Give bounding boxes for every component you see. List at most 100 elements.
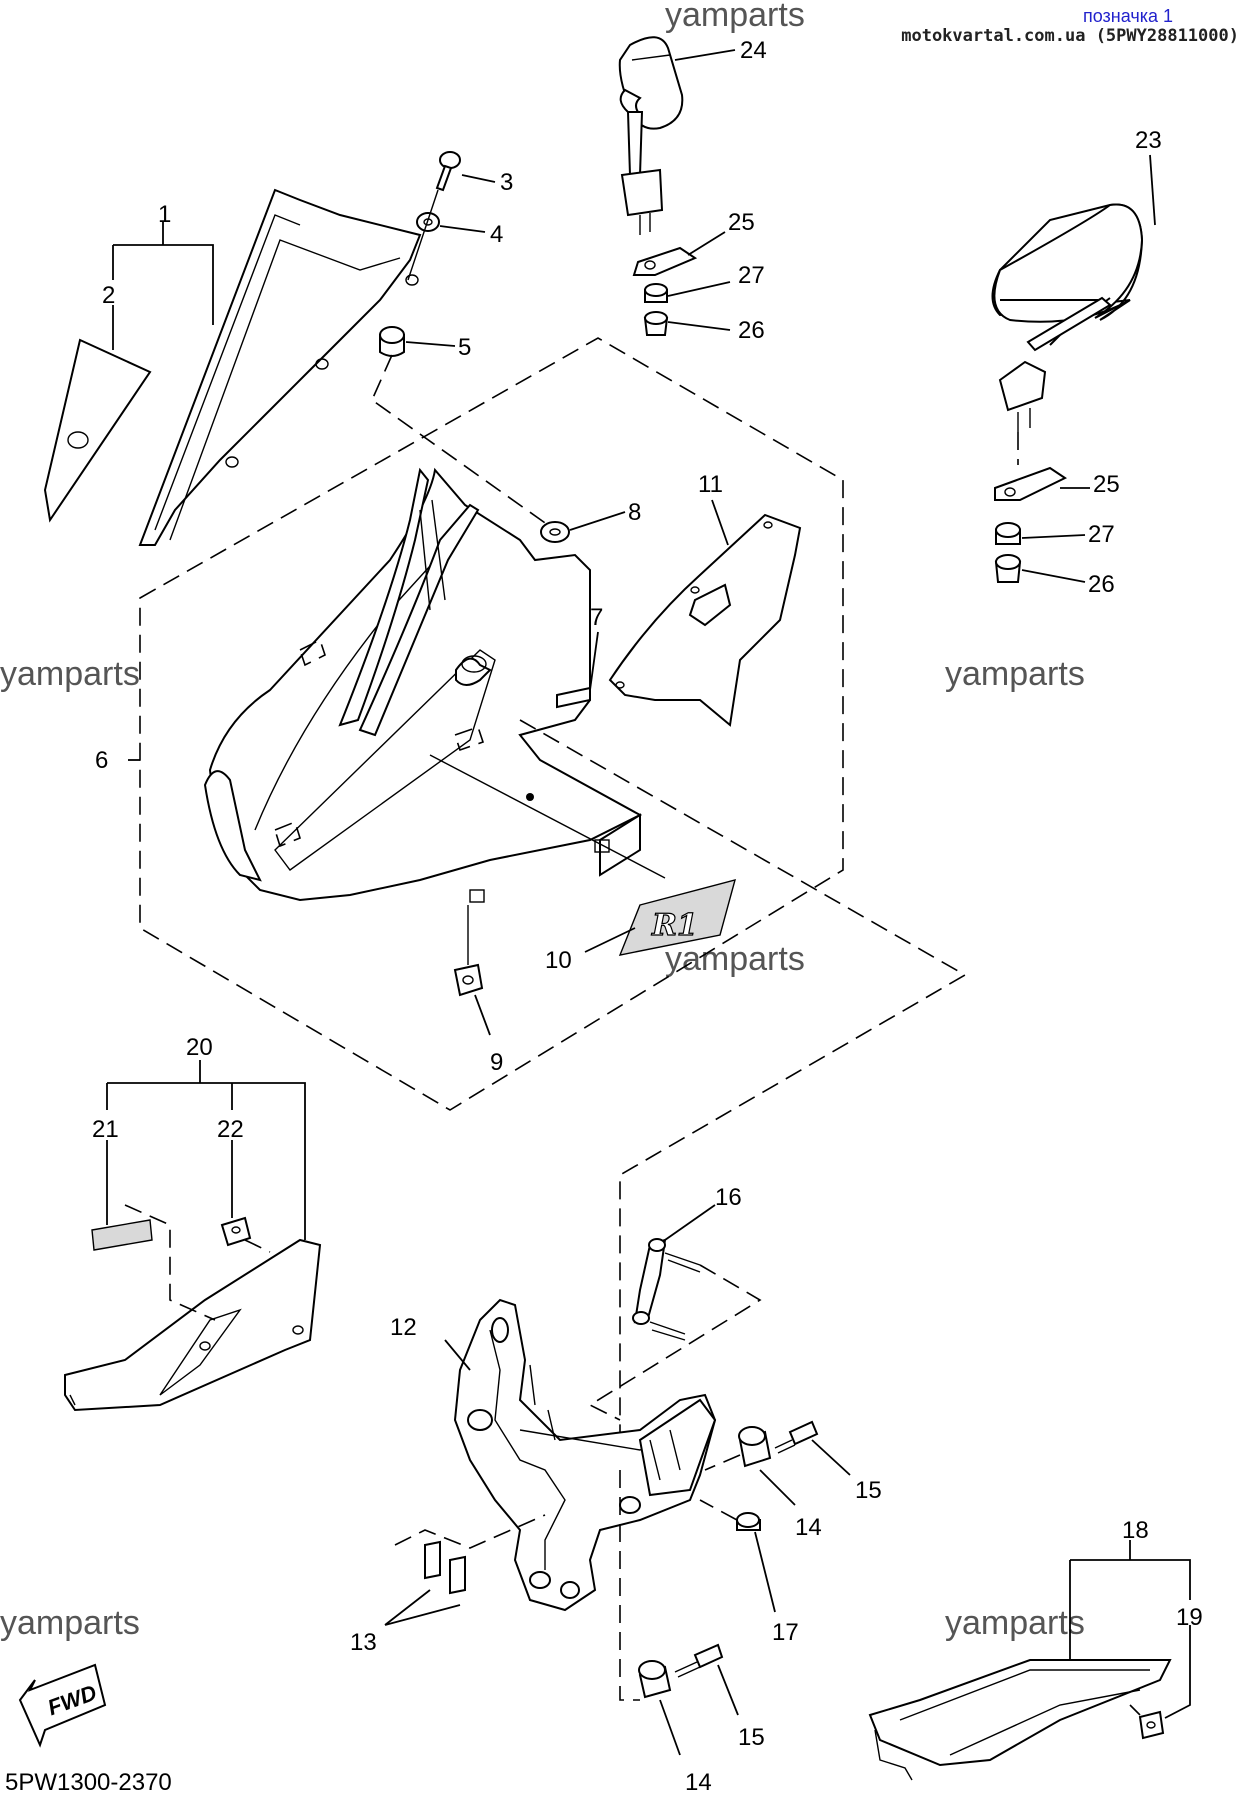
grommet-guide xyxy=(371,354,556,531)
leader-14a xyxy=(759,1469,796,1506)
foam-strip xyxy=(556,686,591,709)
damper-guide-b xyxy=(619,1470,640,1701)
watermark: yamparts xyxy=(0,655,140,693)
clip-guide-19 xyxy=(1129,1704,1141,1716)
side-panel xyxy=(64,1238,322,1412)
fwd-arrow-icon: FWD xyxy=(18,1663,107,1748)
part-label: 25 xyxy=(1093,471,1120,498)
part-label: 7 xyxy=(590,604,603,631)
part-label: 15 xyxy=(855,1477,882,1504)
leader-14b xyxy=(659,1699,681,1756)
mirror-left-gasket xyxy=(632,246,698,276)
leader-24 xyxy=(674,49,736,61)
damper-lower xyxy=(638,1660,672,1699)
part-label: 15 xyxy=(738,1724,765,1751)
part-label: 27 xyxy=(1088,521,1115,548)
screw xyxy=(435,151,461,192)
mirror-right-nut xyxy=(994,554,1022,583)
windshield xyxy=(138,188,422,546)
damper-guide-a xyxy=(704,1454,741,1471)
part-label: 11 xyxy=(698,471,723,498)
leader-7 xyxy=(589,631,599,691)
watermark: yamparts xyxy=(665,0,805,34)
bolt-upper xyxy=(774,1420,819,1454)
leader-27a xyxy=(667,281,731,297)
leader-15b xyxy=(717,1664,739,1716)
leader-12 xyxy=(444,1339,471,1371)
side-panel-clip xyxy=(220,1216,252,1247)
leader-27b xyxy=(1021,534,1086,539)
part-label: 25 xyxy=(728,209,755,236)
part-label: 8 xyxy=(628,499,641,526)
leader-26a xyxy=(667,321,731,331)
part-label: 13 xyxy=(350,1629,377,1656)
badge-text: R1 xyxy=(651,908,698,943)
leader-3 xyxy=(461,174,496,183)
part-label: 26 xyxy=(738,317,765,344)
windshield-panel xyxy=(43,338,152,523)
screw-axis xyxy=(407,189,439,281)
mirror-right xyxy=(991,203,1144,465)
cowling-to-bracket-guide xyxy=(519,719,967,1470)
pad-guide xyxy=(124,1204,216,1321)
lower-inner-panel xyxy=(868,1659,1172,1781)
part-label: 6 xyxy=(95,747,108,774)
bracket-20 xyxy=(106,1060,306,1240)
mirror-right-gasket xyxy=(994,466,1068,501)
bracket-guide-16 xyxy=(588,1264,762,1421)
leader-11 xyxy=(711,499,729,546)
part-label: 3 xyxy=(500,169,513,196)
part-label: 22 xyxy=(217,1116,244,1143)
part-label: 20 xyxy=(186,1034,213,1061)
part-label: 14 xyxy=(795,1514,822,1541)
lower-inner-clip xyxy=(1138,1710,1165,1740)
clip-guide-22 xyxy=(244,1239,271,1253)
part-label: 2 xyxy=(102,282,115,309)
leader-16 xyxy=(664,1204,716,1241)
mirror-right-collar xyxy=(995,522,1021,545)
part-label: 16 xyxy=(715,1184,742,1211)
front-cowling xyxy=(203,467,643,903)
leader-23 xyxy=(1149,154,1156,226)
part-label: 18 xyxy=(1122,1517,1149,1544)
grommet-8 xyxy=(540,521,570,543)
part-label: 10 xyxy=(545,947,572,974)
mirror-left-collar xyxy=(644,283,668,303)
cowling-assembly-box xyxy=(139,337,844,1111)
part-label: 4 xyxy=(490,221,503,248)
part-label: 12 xyxy=(390,1314,417,1341)
watermark: yamparts xyxy=(945,655,1085,693)
watermark: yamparts xyxy=(665,940,805,978)
rubber-pads xyxy=(424,1540,466,1595)
part-label: 9 xyxy=(490,1049,503,1076)
grommet xyxy=(379,326,405,357)
leader-19 xyxy=(1164,1625,1191,1719)
mirror-left xyxy=(618,36,684,235)
collar xyxy=(736,1512,761,1531)
part-label: 17 xyxy=(772,1619,799,1646)
side-panel-pad xyxy=(91,1219,153,1251)
part-label: 26 xyxy=(1088,571,1115,598)
mirror-left-nut xyxy=(643,311,669,336)
badge-leader xyxy=(429,754,666,879)
watermark: yamparts xyxy=(0,1604,140,1642)
stay-bracket xyxy=(632,1238,701,1341)
pad-guide-13 xyxy=(394,1514,546,1549)
leader-10 xyxy=(584,927,636,953)
clip xyxy=(453,963,484,997)
leader-26b xyxy=(1021,569,1086,583)
leader-17 xyxy=(754,1531,776,1613)
part-label: 24 xyxy=(740,37,767,64)
r1-badge: R1 xyxy=(618,879,736,956)
watermark: yamparts xyxy=(945,1604,1085,1642)
leader-9 xyxy=(474,994,491,1036)
leader-15a xyxy=(811,1439,851,1476)
bracket-1-2 xyxy=(112,222,214,325)
part-label: 19 xyxy=(1176,1604,1203,1631)
leader-8 xyxy=(569,511,626,531)
part-label: 5 xyxy=(458,334,471,361)
bolt-lower xyxy=(674,1643,724,1678)
leader-5 xyxy=(405,341,456,347)
damper-upper xyxy=(738,1426,772,1468)
